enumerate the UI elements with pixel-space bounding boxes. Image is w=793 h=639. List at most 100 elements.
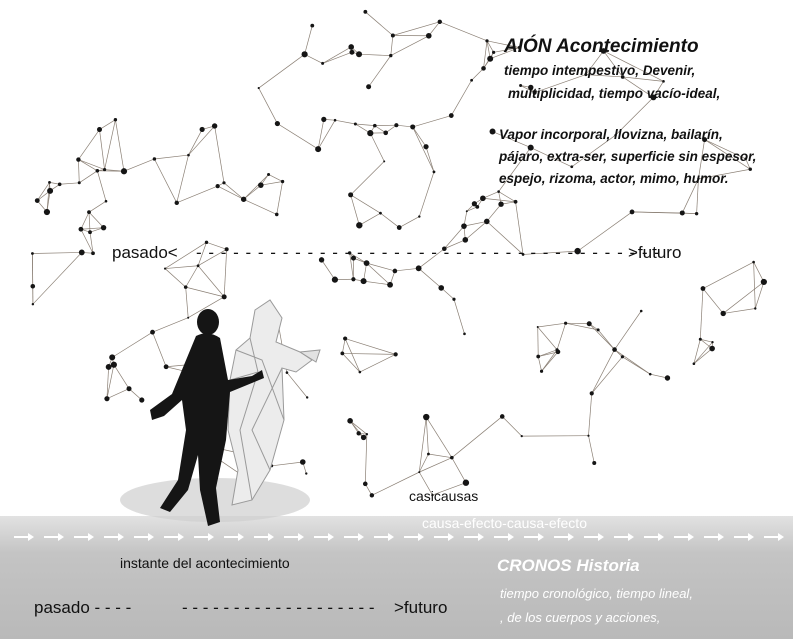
network-edge xyxy=(490,47,520,60)
network-edge xyxy=(588,323,615,350)
network-node xyxy=(383,130,389,136)
network-edge xyxy=(577,211,633,252)
network-node xyxy=(366,84,372,90)
network-node xyxy=(432,170,436,174)
network-node xyxy=(351,277,356,282)
network-node xyxy=(694,211,699,216)
network-edge xyxy=(603,50,623,78)
network-node xyxy=(423,144,429,150)
network-edge xyxy=(492,131,531,148)
network-edge xyxy=(412,126,427,147)
network-edge xyxy=(363,263,367,282)
network-edge xyxy=(698,139,705,179)
network-edge xyxy=(591,349,615,394)
network-edge xyxy=(188,296,225,319)
network-node xyxy=(221,294,227,300)
network-node xyxy=(77,181,81,185)
network-node xyxy=(450,455,454,460)
network-edge xyxy=(341,338,346,354)
network-edge xyxy=(152,317,189,333)
network-node xyxy=(389,53,393,58)
network-edge xyxy=(188,125,215,156)
network-node xyxy=(448,113,454,118)
network-edge xyxy=(465,221,488,241)
network-edge xyxy=(722,281,765,314)
network-edge xyxy=(78,129,100,160)
network-node xyxy=(204,240,209,245)
network-edge xyxy=(486,203,502,222)
network-node xyxy=(102,167,107,172)
network-node xyxy=(487,55,494,62)
network-node xyxy=(711,340,714,344)
network-node xyxy=(258,182,264,188)
network-edge xyxy=(428,21,441,36)
network-node xyxy=(709,345,715,352)
network-node xyxy=(584,73,588,77)
network-edge xyxy=(418,471,433,496)
network-edge xyxy=(59,182,80,185)
network-node xyxy=(465,210,468,213)
network-edge xyxy=(154,154,189,160)
network-edge xyxy=(243,184,262,200)
network-edge xyxy=(88,200,107,213)
network-edge xyxy=(486,221,524,255)
network-edge xyxy=(699,288,704,340)
network-edge xyxy=(344,338,361,373)
network-edge xyxy=(286,372,308,398)
lower-timeline-dashes: - - - - - - - - - - - - - - - - - - - xyxy=(182,598,375,617)
network-edge xyxy=(206,241,227,250)
aion-line-2: multiplicidad, tiempo vacío-ideal, xyxy=(508,86,721,101)
network-edge xyxy=(432,482,467,496)
network-node xyxy=(348,192,354,198)
network-edge xyxy=(197,248,227,267)
network-node xyxy=(702,137,708,143)
network-node xyxy=(596,328,600,332)
network-node xyxy=(574,247,581,255)
network-node xyxy=(555,348,559,352)
network-edge xyxy=(369,132,385,162)
network-edge xyxy=(523,250,578,255)
network-edge xyxy=(571,134,616,168)
causal-arrow xyxy=(704,533,724,541)
network-edge xyxy=(754,281,765,309)
network-edge xyxy=(493,47,520,53)
network-edge xyxy=(355,123,375,127)
network-edge xyxy=(88,212,91,233)
network-node xyxy=(438,285,445,291)
network-node xyxy=(650,94,657,101)
network-node xyxy=(363,9,368,14)
cronos-line-1: tiempo cronológico, tiempo lineal, xyxy=(500,586,693,601)
network-edge xyxy=(698,168,751,180)
network-edge xyxy=(444,239,466,250)
causal-arrow xyxy=(434,533,454,541)
network-node xyxy=(418,471,421,474)
network-edge xyxy=(322,46,352,64)
network-node xyxy=(318,257,325,263)
network-node xyxy=(393,352,398,357)
network-edge xyxy=(99,129,105,170)
network-node xyxy=(104,396,110,402)
network-edge xyxy=(702,288,724,314)
casicausas-label: casicausas xyxy=(409,488,479,504)
network-edge xyxy=(214,125,225,183)
network-edge xyxy=(591,356,623,394)
network-edge xyxy=(622,76,664,82)
network-node xyxy=(110,361,117,368)
network-node xyxy=(187,153,190,157)
network-node xyxy=(187,316,190,319)
network-node xyxy=(600,48,607,54)
network-node xyxy=(31,252,34,255)
network-edge xyxy=(704,139,746,160)
network-node xyxy=(387,281,393,288)
network-edge xyxy=(704,139,751,170)
network-node xyxy=(78,249,85,256)
network-node xyxy=(586,321,592,327)
network-node xyxy=(305,472,308,475)
network-node xyxy=(425,32,432,39)
network-node xyxy=(104,199,108,203)
causal-arrow xyxy=(734,533,754,541)
network-edge xyxy=(80,227,104,230)
network-node xyxy=(698,337,702,341)
network-edge xyxy=(349,420,364,438)
